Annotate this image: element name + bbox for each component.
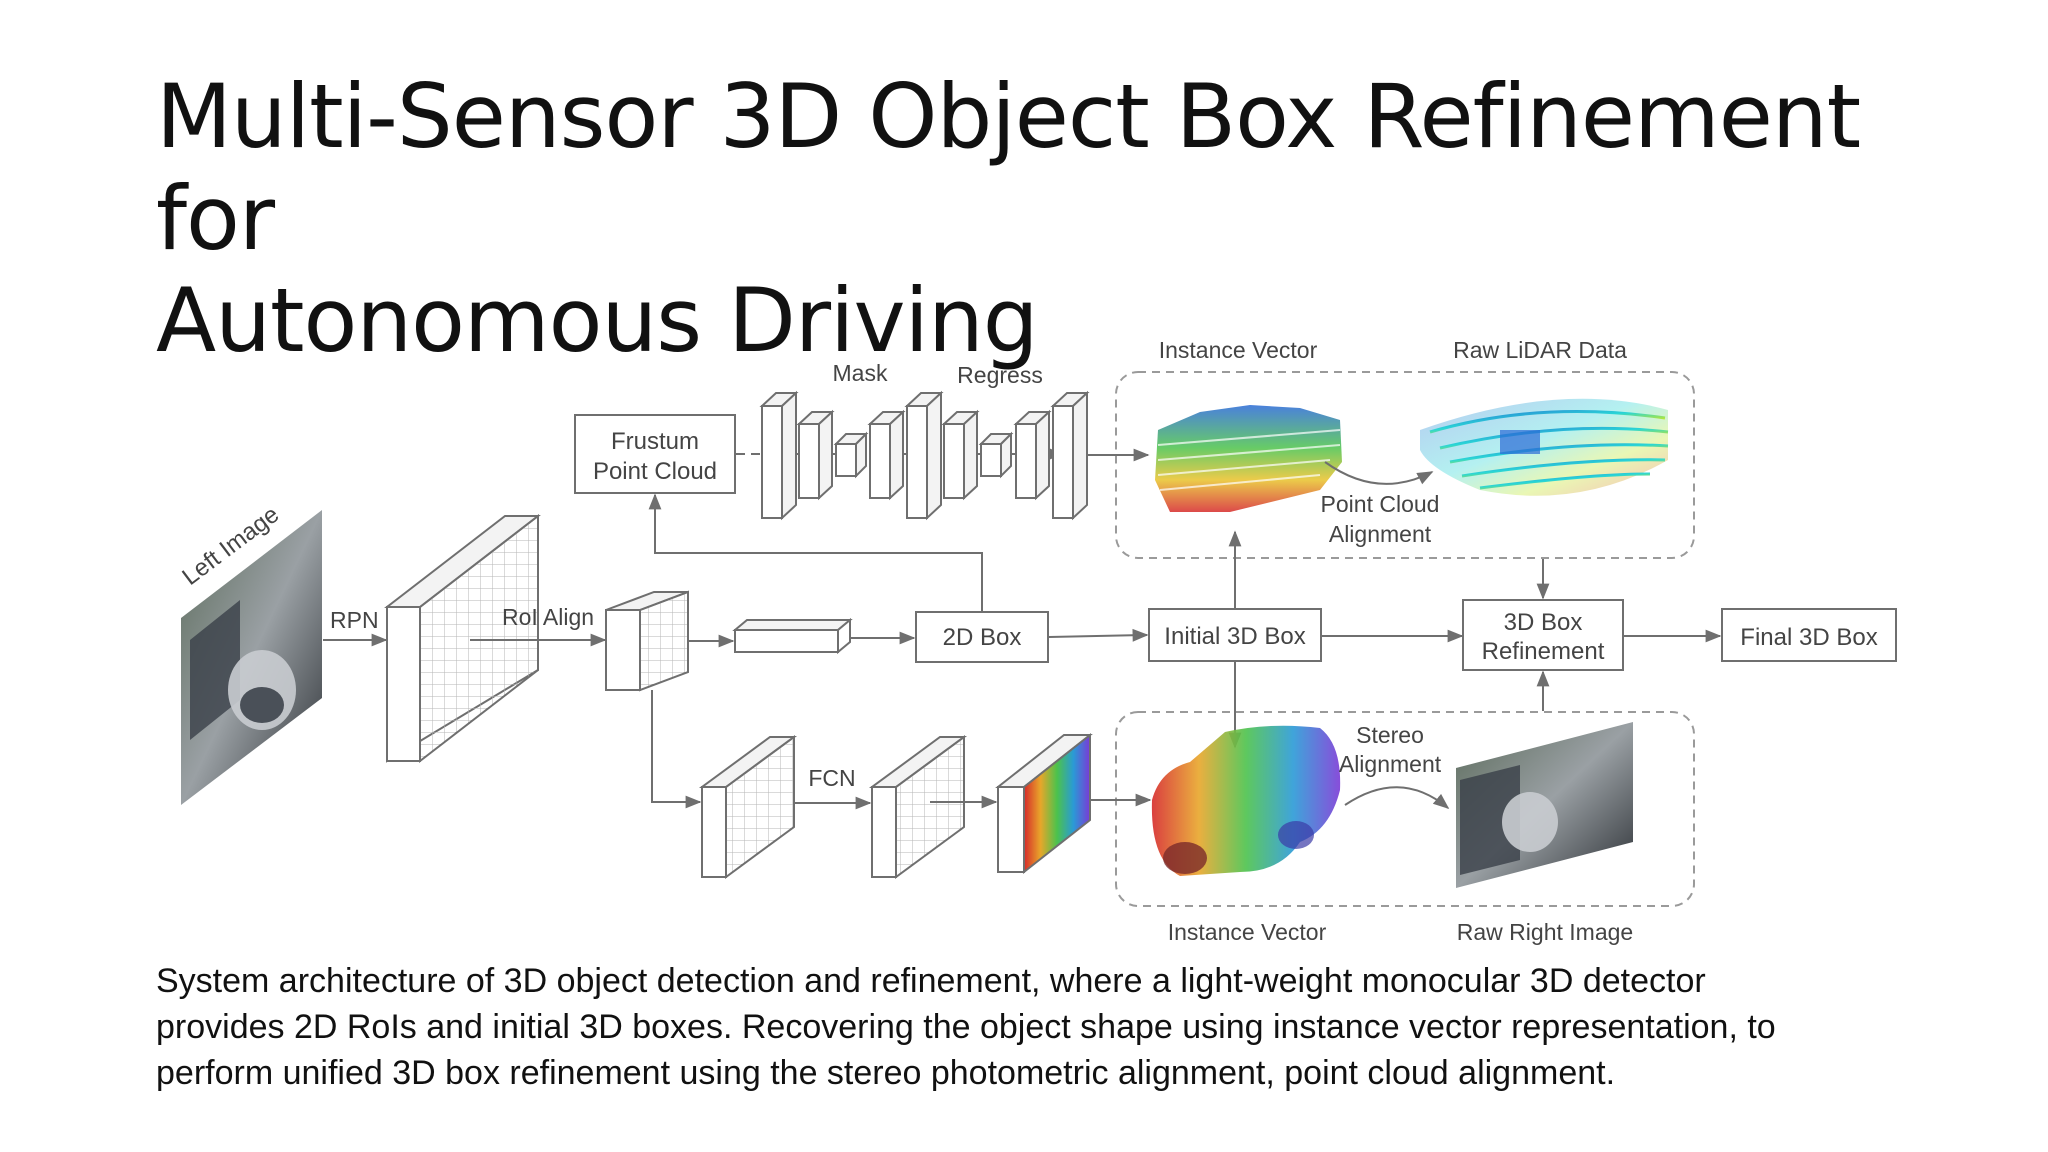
roi-align-label: RoI Align xyxy=(502,604,594,630)
refinement-box xyxy=(1462,599,1624,671)
fcn-label: FCN xyxy=(808,765,855,791)
title-line-2: Autonomous Driving xyxy=(156,269,1039,372)
initial-3d-box xyxy=(1148,608,1322,662)
initial-3d-box-label: Initial 3D Box xyxy=(1164,623,1305,650)
stereo-label-2: Alignment xyxy=(1339,751,1442,777)
arrow-roi-to-fcn xyxy=(651,690,702,809)
mask-regress-network xyxy=(759,390,1090,521)
instance-vector-shape xyxy=(1151,725,1341,876)
fcn-output-block xyxy=(868,735,968,879)
title-line-1: Multi-Sensor 3D Object Box Refinement fo… xyxy=(156,65,1861,270)
mask-label: Mask xyxy=(833,360,888,386)
caption-line-1: System architecture of 3D object detecti… xyxy=(156,962,1706,1000)
pc-align-label-2: Alignment xyxy=(1329,521,1432,547)
raw-lidar-label: Raw LiDAR Data xyxy=(1453,337,1627,363)
fc-layer xyxy=(732,617,853,655)
frustum-point-cloud-box xyxy=(574,414,736,494)
caption-line-2: provides 2D RoIs and initial 3D boxes. R… xyxy=(156,1008,1776,1046)
frustum-label-1: Frustum xyxy=(611,428,699,455)
fcn-input-block xyxy=(698,735,798,879)
figure-caption: System architecture of 3D object detecti… xyxy=(156,958,1956,1096)
instance-vector-bottom-label: Instance Vector xyxy=(1168,919,1327,945)
feature-map-block xyxy=(384,513,541,764)
stereo-alignment-arrow xyxy=(1344,786,1450,810)
arrow-2d-to-initial xyxy=(1048,628,1149,642)
left-image xyxy=(181,510,322,805)
lidar-group-box xyxy=(1115,371,1695,559)
regress-label: Regress xyxy=(957,362,1043,388)
refinement-label-2: Refinement xyxy=(1482,638,1605,665)
final-3d-box-label: Final 3D Box xyxy=(1740,624,1877,651)
instance-vector-top-label: Instance Vector xyxy=(1159,337,1318,363)
stereo-group-box xyxy=(1115,711,1695,907)
pointcloud-alignment-arrow xyxy=(1324,461,1434,485)
roi-feature-cube xyxy=(605,590,689,692)
frustum-label-2: Point Cloud xyxy=(593,458,717,485)
box-2d-label: 2D Box xyxy=(943,624,1022,651)
pc-align-label-1: Point Cloud xyxy=(1321,491,1440,517)
box-2d xyxy=(915,611,1049,663)
mask-output-block xyxy=(995,732,1093,875)
stereo-label-1: Stereo xyxy=(1356,722,1424,748)
caption-line-3: perform unified 3D box refinement using … xyxy=(156,1054,1616,1092)
arrow-2d-to-frustum xyxy=(648,493,983,612)
rpn-label: RPN xyxy=(330,607,379,633)
final-3d-box xyxy=(1721,608,1897,662)
raw-right-image xyxy=(1456,722,1633,888)
raw-lidar-scan xyxy=(1420,398,1669,496)
instance-vector-pointcloud xyxy=(1155,405,1342,512)
slide-title: Multi-Sensor 3D Object Box Refinement fo… xyxy=(156,66,1956,372)
refinement-label-1: 3D Box xyxy=(1504,609,1583,636)
raw-right-image-label: Raw Right Image xyxy=(1457,919,1633,945)
